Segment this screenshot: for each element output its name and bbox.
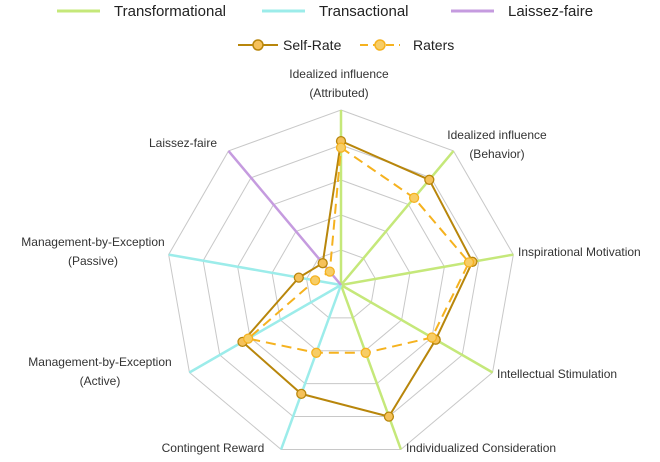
legend-label-self-rate: Self-Rate (283, 37, 342, 53)
point-self-rate (296, 388, 307, 400)
axis-label-line: Intellectual Stimulation (497, 367, 617, 381)
axis-label-line: Idealized influence (447, 128, 547, 142)
legend-label-transactional: Transactional (319, 3, 409, 20)
axis-label-line: (Attributed) (309, 86, 368, 100)
legend-marker-self-rate (252, 39, 264, 51)
point-raters (335, 142, 347, 153)
radar-series (237, 135, 478, 422)
axis-labels: Idealized influence(Attributed)Idealized… (21, 67, 640, 455)
axis-label-line: Individualized Consideration (406, 441, 556, 455)
axis-label-line: (Behavior) (469, 147, 524, 161)
point-raters (426, 332, 438, 343)
series-line-raters (247, 146, 470, 354)
spoke-transformational (339, 284, 403, 450)
grid-ring (168, 109, 514, 450)
point-self-rate (317, 258, 328, 269)
group-legend: Transformational Transactional Laissez-f… (57, 3, 593, 20)
axis-label-line: Management-by-Exception (21, 235, 164, 249)
spoke-transactional (188, 283, 342, 374)
axis-label: Management-by-Exception (Passive) (21, 235, 164, 268)
point-self-rate (383, 411, 395, 422)
axis-label-line: Inspirational Motivation (518, 245, 641, 259)
spoke-transactional (279, 284, 343, 450)
point-raters (324, 266, 335, 277)
axis-label: Idealized influence (Behavior) (447, 128, 547, 161)
axis-label-line: (Active) (80, 374, 121, 388)
axis-label: Individualized Consideration (406, 441, 556, 455)
point-self-rate (293, 272, 304, 283)
point-raters (408, 192, 420, 204)
spoke-transformational (340, 150, 455, 286)
legend-marker-raters (374, 39, 386, 51)
series-line-self-rate (241, 140, 474, 418)
axis-label-line: Contingent Reward (162, 441, 265, 455)
point-raters (360, 347, 371, 358)
point-raters (311, 347, 322, 358)
axis-label: Management-by-Exception (Active) (28, 355, 171, 388)
point-raters (243, 333, 254, 344)
axis-label-line: Laissez-faire (149, 136, 217, 150)
grid-ring (271, 214, 411, 352)
grid-ring (237, 179, 445, 385)
legend-label-raters: Raters (413, 37, 454, 53)
axis-label: Idealized influence (Attributed) (289, 67, 389, 100)
axis-label: Contingent Reward (162, 441, 265, 455)
legend-label-transformational: Transformational (114, 3, 226, 20)
point-raters (463, 257, 475, 268)
legend-label-laissez-faire: Laissez-faire (508, 3, 593, 20)
axis-label: Inspirational Motivation (518, 245, 641, 259)
series-legend: Self-Rate Raters (238, 37, 454, 53)
spoke-transformational (340, 283, 494, 374)
axis-label: Laissez-faire (149, 136, 217, 150)
axis-label-line: (Passive) (68, 254, 118, 268)
axis-label: Intellectual Stimulation (497, 367, 617, 381)
axis-label-line: Idealized influence (289, 67, 389, 81)
spoke-transformational (340, 253, 514, 287)
radar-grid (168, 109, 514, 450)
axis-label-line: Management-by-Exception (28, 355, 171, 369)
point-raters (309, 275, 321, 286)
point-self-rate (424, 174, 435, 185)
grid-ring (202, 144, 480, 418)
